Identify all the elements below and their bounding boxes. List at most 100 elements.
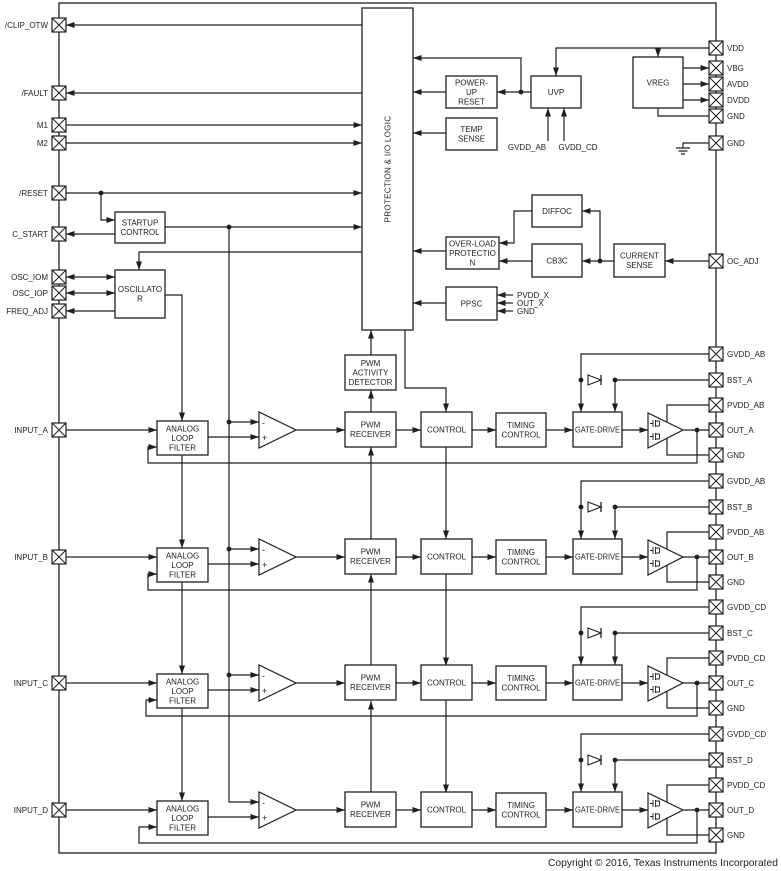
junction-dot bbox=[694, 427, 700, 433]
block-label: CONTROL bbox=[120, 228, 160, 237]
ppsc-input-label: OUT_X bbox=[517, 299, 544, 308]
block-label: FILTER bbox=[169, 696, 196, 705]
pin-right-pvdd-cd-24: PVDD_CD bbox=[708, 777, 765, 793]
block-label: RECEIVER bbox=[350, 557, 391, 566]
block-label: PWM bbox=[361, 801, 381, 810]
pin-label: OUT_A bbox=[727, 426, 754, 435]
pin-right-gvdd-ab-7: GVDD_AB bbox=[708, 346, 765, 362]
pin-label: GVDD_AB bbox=[727, 477, 765, 486]
pin-label: OUT_B bbox=[727, 553, 754, 562]
pin-left--clip-otw-0: /CLIP_OTW bbox=[5, 17, 67, 33]
bst-wire bbox=[612, 759, 709, 792]
pin-label: GND bbox=[727, 112, 745, 121]
pin-right-gnd-16: GND bbox=[708, 574, 745, 590]
pin-label: BST_D bbox=[727, 756, 753, 765]
block-outline bbox=[420, 411, 473, 448]
pin-left-freq-adj-8: FREQ_ADJ bbox=[6, 303, 67, 319]
pin-label: DVDD bbox=[727, 96, 750, 105]
block-label: CURRENT bbox=[620, 252, 659, 261]
comparator-triangle bbox=[258, 411, 298, 449]
block-outline bbox=[572, 791, 623, 828]
block-label: GATE-DRIVE bbox=[575, 805, 620, 814]
bootstrap-diode bbox=[587, 374, 603, 386]
pin-left-c-start-5: C_START bbox=[12, 226, 67, 242]
mosfet-icon bbox=[650, 686, 660, 693]
pin-left-input-c-11: INPUT_C bbox=[14, 675, 67, 691]
pin-label: PVDD_AB bbox=[727, 401, 764, 410]
pin-label: M2 bbox=[37, 139, 49, 148]
mosfet-icon bbox=[650, 547, 660, 554]
block-outline bbox=[572, 411, 623, 448]
bootstrap-diode bbox=[587, 627, 603, 639]
junction-dot bbox=[578, 377, 584, 383]
pin-label: GND bbox=[727, 451, 745, 460]
junction-dot bbox=[597, 258, 603, 264]
block-label: PWM bbox=[361, 421, 381, 430]
wire bbox=[413, 55, 522, 92]
block-label: UP bbox=[466, 88, 477, 97]
pin-label: /FAULT bbox=[21, 89, 48, 98]
block-label: CONTROL bbox=[501, 558, 541, 567]
block-label: PROTECTION & I/O LOGIC bbox=[384, 116, 393, 223]
power-stage-triangle bbox=[647, 539, 685, 576]
pin-right-gvdd-cd-17: GVDD_CD bbox=[708, 599, 766, 615]
block-diffoc: DIFFOC bbox=[531, 194, 583, 228]
pin-x-icon bbox=[708, 135, 724, 151]
block-outline bbox=[445, 286, 498, 321]
pin-x-icon bbox=[708, 726, 724, 742]
block-outline bbox=[632, 56, 684, 109]
pin-x-icon bbox=[708, 397, 724, 413]
block-label: POWER- bbox=[455, 78, 488, 87]
pin-label: C_START bbox=[12, 230, 48, 239]
pvdd-wire bbox=[666, 657, 709, 675]
pin-x-icon bbox=[51, 117, 67, 133]
pin-right-pvdd-ab-9: PVDD_AB bbox=[708, 397, 764, 413]
pin-x-icon bbox=[51, 17, 67, 33]
pin-label: GND bbox=[727, 139, 745, 148]
pin-right-pvdd-ab-14: PVDD_AB bbox=[708, 524, 764, 540]
block-control-a: CONTROL bbox=[420, 411, 473, 448]
pin-left-input-d-12: INPUT_D bbox=[14, 802, 67, 818]
block-ppsc: PPSC bbox=[445, 286, 498, 321]
block-cb3c: CB3C bbox=[531, 243, 583, 278]
pin-right-pvdd-cd-19: PVDD_CD bbox=[708, 650, 765, 666]
pin-left-m2-3: M2 bbox=[37, 135, 67, 151]
pvdd-wire bbox=[666, 784, 709, 802]
pin-right-out-b-15: OUT_B bbox=[708, 549, 754, 565]
block-outline bbox=[156, 800, 209, 836]
pin-label: OSC_IOP bbox=[12, 289, 48, 298]
pin-label: VBG bbox=[727, 64, 744, 73]
pin-right-gnd-5: GND bbox=[708, 135, 745, 151]
pin-label: OUT_D bbox=[727, 806, 754, 815]
block-label: ANALOG bbox=[166, 677, 199, 686]
gvdd-wire bbox=[578, 733, 709, 792]
block-label: PWM bbox=[361, 548, 381, 557]
pin-x-icon bbox=[708, 650, 724, 666]
pin-left--fault-1: /FAULT bbox=[21, 85, 67, 101]
pin-label: BST_B bbox=[727, 503, 752, 512]
junction-dot bbox=[226, 419, 232, 425]
pin-x-icon bbox=[708, 524, 724, 540]
block-label: CB3C bbox=[546, 256, 568, 265]
minus-sign: - bbox=[262, 545, 265, 555]
mosfet-icon bbox=[650, 800, 660, 807]
block-control-c: CONTROL bbox=[420, 664, 473, 701]
block-label: ANALOG bbox=[166, 551, 199, 560]
block-outline bbox=[344, 538, 397, 575]
wire bbox=[682, 142, 709, 148]
pin-right-vbg-1: VBG bbox=[708, 60, 744, 76]
pin-x-icon bbox=[708, 499, 724, 515]
block-label: TIMING bbox=[507, 674, 535, 683]
junction-dots-layer bbox=[98, 89, 700, 813]
block-label: VREG bbox=[647, 78, 670, 87]
pin-label: VDD bbox=[727, 44, 744, 53]
pin-label: BST_C bbox=[727, 629, 753, 638]
block-label: STARTUP bbox=[122, 219, 159, 228]
